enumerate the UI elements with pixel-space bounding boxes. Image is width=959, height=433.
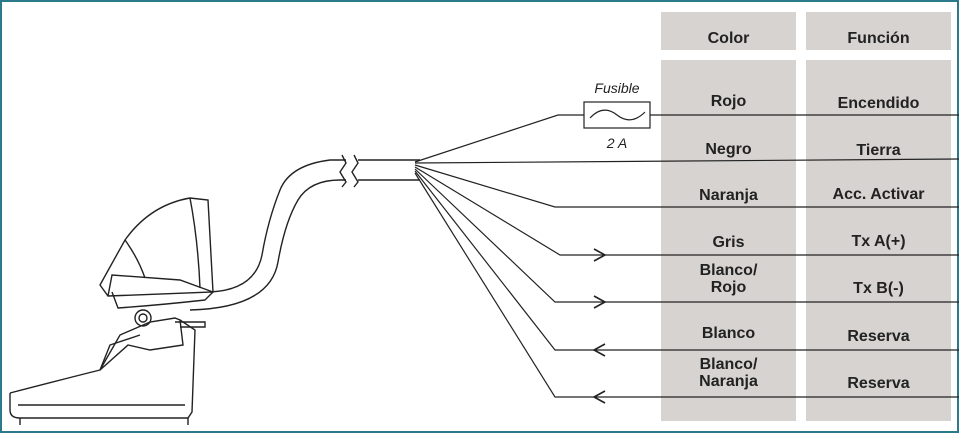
wire-function-7: Reserva xyxy=(847,375,910,392)
arrow-in-icon xyxy=(592,343,606,357)
wire-function-1: Encendido xyxy=(837,95,920,112)
fuse-rating: 2 A xyxy=(606,135,628,151)
wire-fan xyxy=(414,114,959,398)
cable xyxy=(189,154,420,311)
wire-rojo xyxy=(414,114,584,163)
wire-negro xyxy=(414,158,959,164)
header-gap xyxy=(655,50,955,60)
arrow-in-icon xyxy=(592,390,606,404)
arrow-out-icon xyxy=(593,248,607,262)
wire-color-2: Negro xyxy=(705,141,752,158)
transducer-icon xyxy=(9,197,214,425)
header-color: Color xyxy=(707,30,750,47)
wire-color-6: Blanco xyxy=(701,325,756,342)
wire-color-1: Rojo xyxy=(710,93,747,110)
wire-naranja xyxy=(414,164,959,208)
wire-color-3: Naranja xyxy=(699,187,758,204)
wire-blanco xyxy=(414,170,959,351)
wire-function-5: Tx B(-) xyxy=(853,280,904,297)
wire-function-4: Tx A(+) xyxy=(851,233,906,250)
wire-function-2: Tierra xyxy=(856,142,901,159)
wire-color-5: Blanco/ Rojo xyxy=(699,262,758,296)
wire-gris xyxy=(414,166,959,256)
function-column-bg xyxy=(806,12,951,421)
arrow-out-icon xyxy=(593,295,607,309)
wire-color-4: Gris xyxy=(712,234,745,251)
color-column-bg xyxy=(661,12,796,421)
wire-function-6: Reserva xyxy=(847,328,910,345)
fuse-icon xyxy=(583,101,651,129)
wire-blanco-rojo xyxy=(414,168,959,303)
direction-arrows xyxy=(592,248,607,404)
wire-function-3: Acc. Activar xyxy=(832,186,925,203)
wire-color-7: Blanco/ Naranja xyxy=(699,356,758,390)
fuse-label: Fusible xyxy=(594,80,640,96)
header-function: Función xyxy=(847,30,910,47)
wire-blanco-naranja xyxy=(414,172,959,398)
